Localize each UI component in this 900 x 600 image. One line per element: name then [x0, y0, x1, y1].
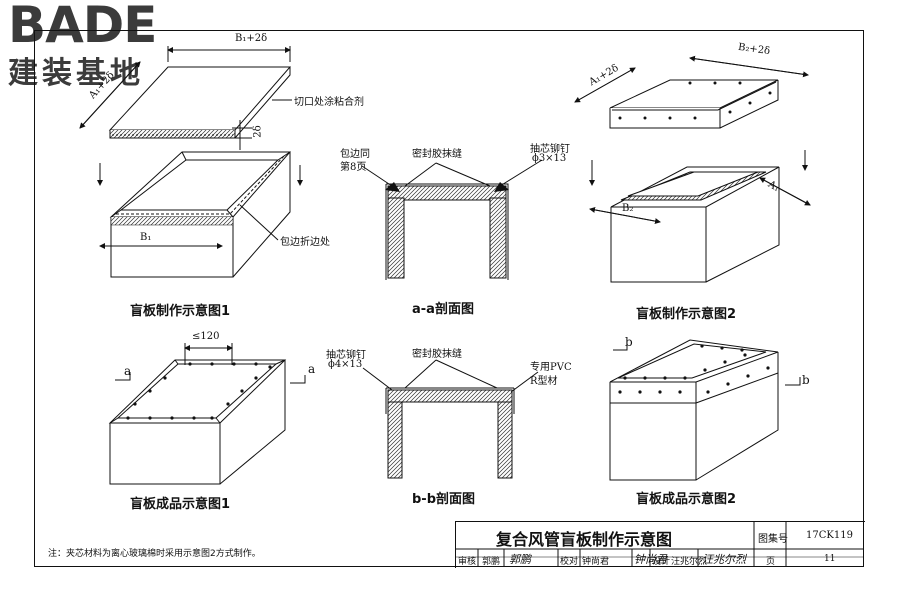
reviewer-name: 郭鹏: [482, 557, 501, 567]
fig1-dimension-lines: [79, 46, 291, 150]
footnote: 注：夹芯材料为离心玻璃棉时采用示意图2方式制作。: [48, 549, 261, 559]
label-a-right: a: [308, 362, 316, 376]
label-fold-edge: 包边折边处: [280, 237, 330, 248]
checker-name: 钟尚君: [582, 557, 610, 567]
product1-box: [108, 343, 306, 485]
dim-b1: B₁: [140, 232, 152, 243]
caption-product1: 盲板成品示意图1: [130, 497, 231, 512]
dim-b2: B₂: [622, 203, 634, 214]
designer-name: 汪兆尔烈: [671, 557, 708, 567]
caption-fig2: 盲板制作示意图2: [636, 307, 737, 322]
label-a-left: a: [124, 364, 132, 378]
fig2-lid-rivets: [618, 81, 772, 120]
atlas-label: 图集号: [758, 534, 788, 545]
page-number: 11: [824, 554, 836, 564]
checker-signature: 钟尚君: [634, 553, 667, 566]
label-sealant-a: 密封胶抹缝: [412, 149, 462, 160]
atlas-number: 17CK119: [806, 530, 853, 541]
dim-2d: 2δ: [252, 125, 264, 138]
page-label: 页: [766, 557, 776, 567]
fig2-box: [589, 150, 811, 283]
logo-word: BADE: [8, 0, 157, 54]
label-pvc-1: 专用PVC: [530, 362, 572, 373]
label-wrap-same-2: 第8页: [340, 162, 367, 173]
dim-b1-2d: B₁+2δ: [235, 33, 268, 44]
label-b-left: b: [625, 335, 633, 349]
caption-section-a: a-a剖面图: [412, 302, 474, 317]
label-sealant-b: 密封胶抹缝: [412, 349, 462, 360]
caption-product2: 盲板成品示意图2: [636, 492, 737, 507]
check-label: 校对: [560, 557, 579, 567]
fig1-lid: [108, 66, 292, 139]
leader-fold-edge: [239, 204, 279, 241]
title-block: 复合风管盲板制作示意图 图集号 17CK119 审核 郭鹏 郭鹏 校对 钟尚君 …: [455, 521, 865, 568]
label-rivet-a-2: ϕ3×13: [532, 153, 567, 164]
label-rivet-b-2: ϕ4×13: [328, 359, 363, 370]
caption-section-b: b-b剖面图: [412, 492, 476, 507]
dim-max120: ≤120: [192, 331, 220, 342]
label-pvc-2: R型材: [530, 376, 558, 387]
label-rivet-a-1: 抽芯铆钉: [530, 144, 570, 155]
drawing-frame: [34, 30, 864, 567]
product2-box: [609, 339, 801, 481]
label-wrap-same-1: 包边同: [340, 149, 370, 160]
label-rivet-b-1: 抽芯铆钉: [326, 350, 366, 361]
caption-fig1: 盲板制作示意图1: [130, 304, 231, 319]
reviewer-signature: 郭鹏: [509, 553, 531, 566]
review-label: 审核: [458, 557, 477, 567]
product2-rivets: [618, 344, 770, 394]
drawing-title: 复合风管盲板制作示意图: [496, 530, 673, 549]
design-label: 设计: [652, 557, 671, 567]
section-b-b: [362, 359, 539, 479]
label-cut-glue: 切口处涂粘合剂: [294, 97, 364, 108]
fig1-box: [97, 151, 303, 278]
title-block-lines: [455, 521, 864, 567]
label-b-right: b: [802, 373, 810, 387]
designer-signature: 汪兆尔烈: [702, 553, 746, 566]
product1-rivets: [126, 362, 272, 420]
section-a-a: [361, 159, 543, 280]
fig2-lid: [574, 55, 809, 129]
bade-logo: BADE 建装基地: [6, 0, 176, 91]
logo-subtitle: 建装基地: [8, 56, 144, 91]
